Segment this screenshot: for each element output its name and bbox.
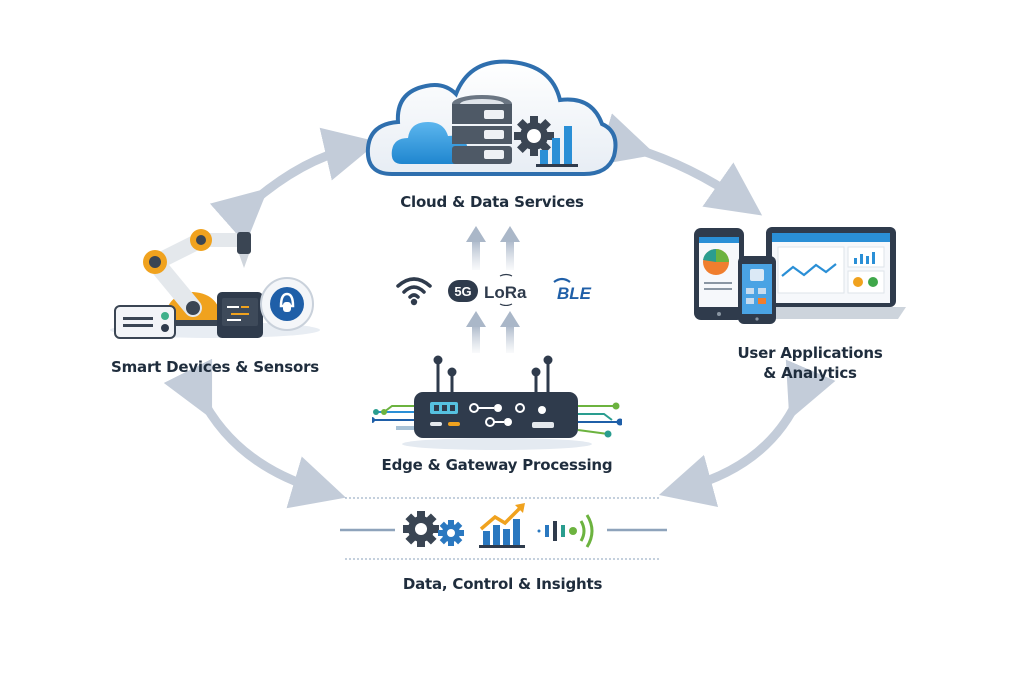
bar-chart-icon	[536, 126, 578, 167]
cloud-frame-icon	[365, 59, 618, 176]
arrow-cloud-apps	[596, 113, 763, 216]
uplink-arrows	[466, 226, 520, 353]
gateway-label: Edge & Gateway Processing	[381, 456, 613, 474]
protocol-icons: 5G LoRa BLE	[392, 272, 612, 306]
gears-icon	[403, 511, 464, 547]
circuit-lines-right	[577, 405, 620, 435]
devices-illustration	[110, 229, 320, 339]
cloud-icon	[391, 122, 469, 164]
signal-icon	[537, 514, 594, 548]
terminal-device-icon	[217, 292, 263, 338]
lora-icon: LoRa	[484, 273, 527, 306]
circuit-lines-left	[372, 405, 414, 430]
devices-node	[105, 222, 320, 342]
wifi-icon	[396, 277, 432, 306]
insights-node	[335, 495, 670, 565]
insights-illustration	[340, 497, 667, 560]
robotic-arm-icon	[143, 229, 251, 326]
sensor-camera-icon	[260, 277, 314, 331]
gateway-router-icon	[372, 355, 622, 450]
cloud-label: Cloud & Data Services	[400, 193, 584, 211]
protocol-lora-text: LoRa	[484, 283, 527, 302]
arrow-devices-insights	[163, 358, 346, 509]
ble-icon: BLE	[553, 277, 592, 303]
phone-app-icon	[738, 256, 776, 324]
gateway-node	[372, 350, 622, 450]
protocol-5g-text: 5G	[454, 284, 471, 299]
apps-label-line2: & Analytics	[763, 364, 857, 382]
5g-icon: 5G	[448, 280, 478, 302]
cloud-node	[362, 52, 622, 182]
arrow-apps-insights	[658, 359, 836, 507]
insights-label: Data, Control & Insights	[402, 575, 603, 593]
control-panel-icon	[114, 305, 176, 339]
apps-illustration	[694, 227, 906, 324]
arrow-devices-cloud	[209, 127, 379, 245]
devices-label: Smart Devices & Sensors	[110, 358, 320, 376]
protocol-ble-text: BLE	[557, 284, 592, 303]
trend-chart-icon	[479, 503, 525, 548]
database-server-icon	[452, 95, 512, 164]
apps-label-line1: User Applications	[737, 344, 883, 362]
apps-node	[690, 224, 930, 329]
tablet-pie-chart-icon	[694, 228, 744, 320]
protocol-row: 5G LoRa BLE	[396, 273, 592, 306]
laptop-dashboard-icon	[756, 227, 906, 319]
